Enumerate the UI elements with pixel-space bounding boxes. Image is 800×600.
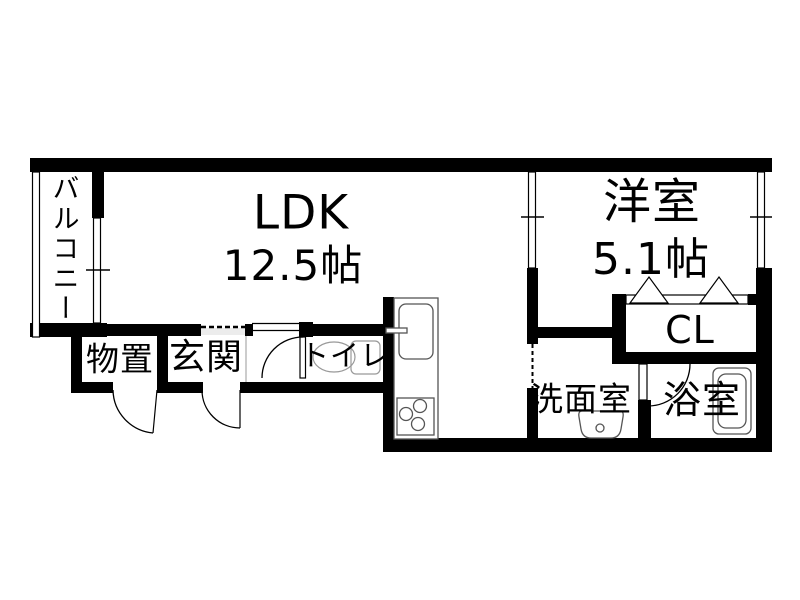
washbasin-drain [595, 423, 605, 433]
doors [112, 275, 749, 434]
washroom-label: 洗面室 [530, 379, 632, 419]
bathtub-inner [717, 373, 747, 429]
wall-closet-bottom [612, 352, 772, 364]
fixtures [312, 297, 752, 440]
wall-kitchen [383, 297, 394, 452]
toilet-fixture [312, 341, 356, 373]
wall-closet-track-cap [748, 294, 772, 305]
entrance-door-arc [201, 389, 241, 429]
closet-folding-door-triangle-left [628, 275, 670, 304]
toilet-tank [350, 340, 381, 375]
wall-top [30, 158, 772, 172]
toilet-label: トイレ [299, 338, 391, 373]
western-room-label: 洋室 [602, 174, 702, 230]
bathtub-outer [712, 367, 752, 435]
balcony-label: バルコニー [47, 174, 79, 324]
wall-bottom-right-section [383, 438, 772, 452]
western-room-size-label: 5.1帖 [592, 234, 710, 285]
kitchen-faucet [385, 327, 408, 334]
kitchen-stove [396, 397, 435, 436]
balcony-railing [31, 171, 41, 338]
bath-door-frame [638, 363, 648, 401]
wall-washroom-top [538, 327, 615, 338]
stove-burner-3 [410, 416, 426, 432]
closet-door-track [625, 294, 749, 305]
entrance-label: 玄関 [168, 337, 244, 378]
toilet-door-arc [261, 336, 304, 379]
bathroom-label: 浴室 [662, 378, 742, 422]
wall-balcony-ldk-upper [92, 158, 104, 218]
wall-bottom-a [71, 382, 113, 393]
entry-opening-fill [201, 328, 245, 335]
bath-door-arc [647, 363, 691, 407]
windows [31, 171, 772, 338]
storage-door-leaf [152, 389, 158, 434]
wall-toilet-top [299, 324, 394, 336]
wall-ldk-south [30, 324, 201, 336]
walls [30, 158, 772, 452]
wall-bath-washroom [638, 400, 651, 452]
wall-entry-opening-cap [245, 324, 253, 336]
western-room-window [756, 171, 766, 269]
storage-label: 物置 [86, 339, 154, 379]
stove-burner-2 [398, 406, 414, 422]
wall-ldk-western-low [527, 388, 538, 452]
closet-label: CL [665, 308, 715, 352]
wall-closet-left [612, 294, 626, 364]
wall-storage-left [71, 324, 82, 393]
wall-bottom-b [157, 382, 203, 393]
wall-storage-entrance [157, 324, 168, 393]
ldk-label: LDK [252, 185, 350, 241]
storage-door-arc [112, 389, 154, 434]
closet-folding-door-triangle-right [698, 275, 740, 304]
wall-ldk-western-mid [527, 268, 538, 344]
stove-burner-1 [412, 398, 428, 414]
ldk-western-sliding-door [527, 171, 537, 269]
ldk-size-label: 12.5帖 [222, 241, 364, 290]
wall-bottom-c [240, 382, 394, 393]
